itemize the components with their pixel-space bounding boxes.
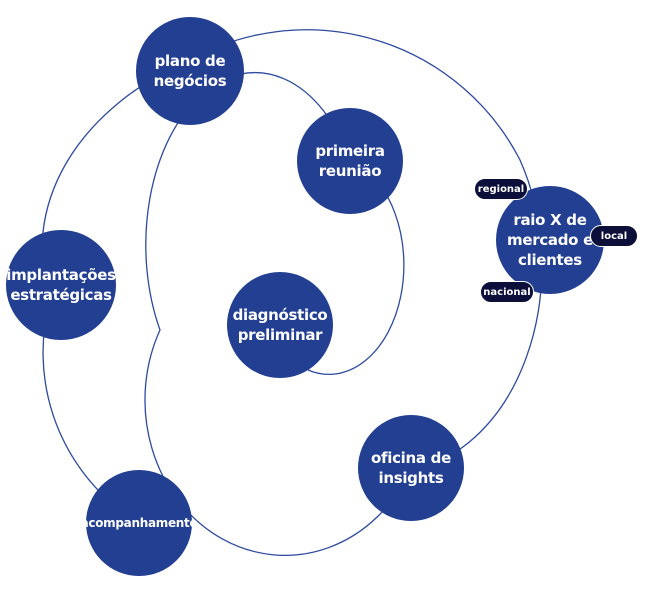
node-label: plano de negócios — [153, 52, 227, 90]
tag-label: nacional — [483, 286, 531, 298]
node-label: raio X de mercado e clientes — [507, 211, 593, 269]
tag-label: regional — [477, 183, 525, 195]
node-acompanhamento: acompanhamento — [81, 470, 198, 576]
node-label: implantações estratégicas — [6, 266, 116, 304]
node-label: diagnóstico preliminar — [232, 306, 328, 344]
tag-local: local — [590, 225, 638, 247]
tag-regional: regional — [474, 178, 528, 200]
node-raio-x: raio X de mercado e clientes — [496, 186, 604, 294]
node-primeira-reuniao: primeira reunião — [297, 108, 403, 214]
node-implantacoes: implantações estratégicas — [6, 230, 116, 340]
node-plano-de-negocios: plano de negócios — [136, 17, 244, 125]
tag-label: local — [600, 230, 628, 242]
node-oficina: oficina de insights — [358, 415, 464, 521]
node-label: primeira reunião — [315, 142, 385, 180]
node-label: acompanhamento — [80, 516, 198, 530]
node-diagnostico: diagnóstico preliminar — [227, 272, 333, 378]
tag-nacional: nacional — [480, 281, 534, 303]
node-label: oficina de insights — [371, 449, 451, 487]
